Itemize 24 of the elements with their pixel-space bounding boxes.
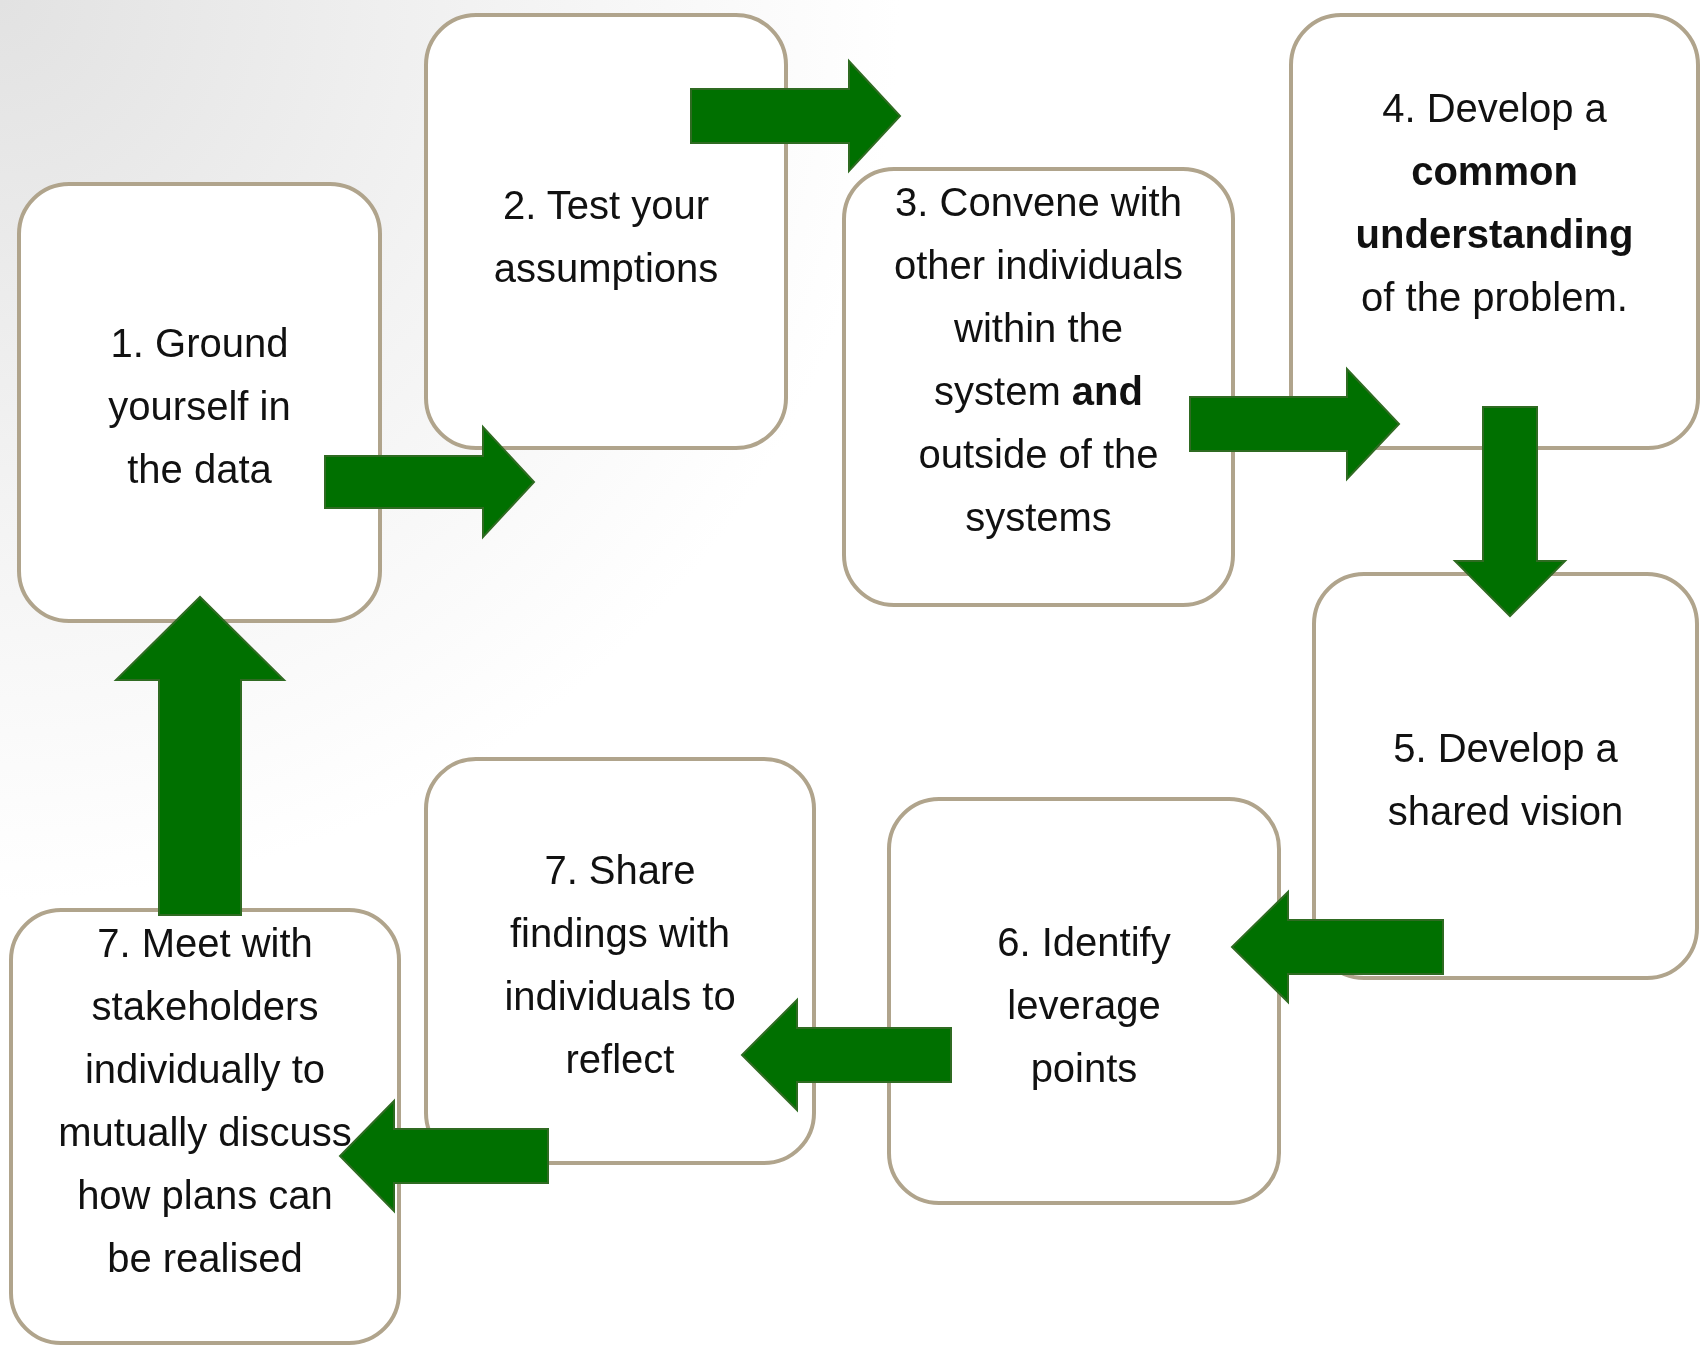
step-text: 7. Share findings with individuals to reflect (503, 847, 737, 1083)
step-text: 3. Convene with other individuals within the system and outside of the systems (892, 179, 1185, 541)
step-text: 2. Test your assumptions (492, 182, 720, 292)
block-arrow (324, 424, 536, 540)
step-text: 6. Identify leverage points (996, 919, 1172, 1092)
block-arrow (1189, 366, 1401, 482)
block-arrow (1230, 889, 1444, 1005)
block-arrow (690, 58, 902, 174)
step-box (1289, 13, 1700, 450)
step-box (17, 182, 382, 623)
step-box (424, 13, 788, 450)
block-arrow (1452, 406, 1568, 618)
block-arrow (740, 997, 952, 1113)
block-arrow (338, 1098, 549, 1214)
block-arrow (113, 595, 287, 916)
step-text: 1. Ground yourself in the data (107, 320, 292, 493)
step-box (842, 167, 1235, 607)
step-text: 5. Develop a shared vision (1386, 725, 1625, 835)
step-box (1312, 572, 1699, 980)
step-text: 7. Meet with stakeholders individually to mutually discuss how plans can be realised (57, 920, 353, 1282)
step-text: 4. Develop a common understanding of the problem. (1354, 85, 1635, 321)
step-box (9, 908, 401, 1345)
step-box (887, 797, 1281, 1205)
step-box (424, 757, 816, 1165)
